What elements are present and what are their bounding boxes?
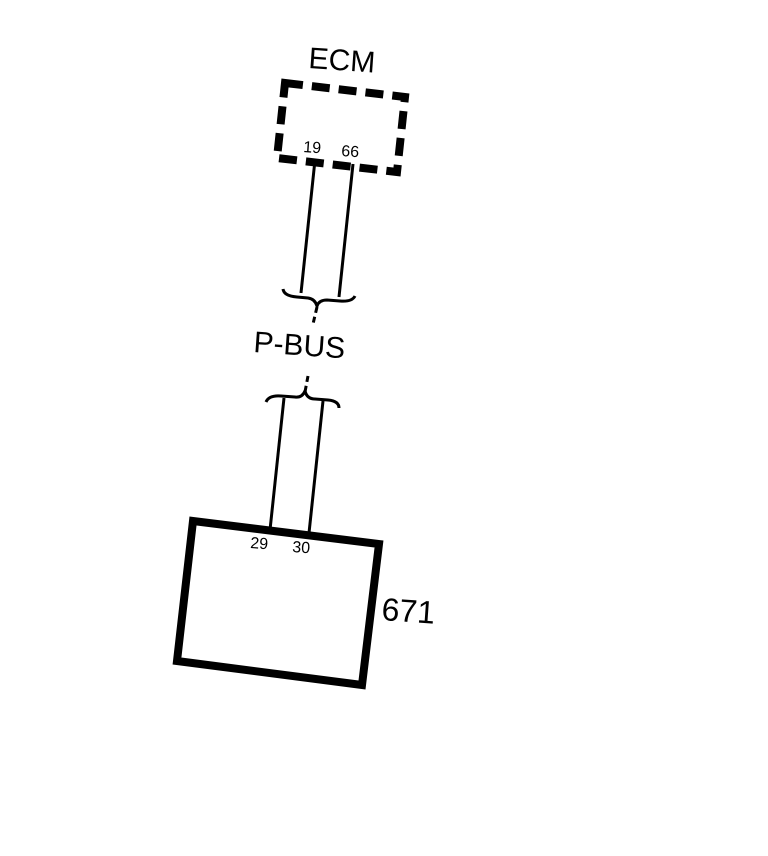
p-bus-label: P-BUS xyxy=(253,326,347,365)
wire-module-30 xyxy=(307,400,325,534)
upper-wires xyxy=(299,159,355,298)
ecm-pin-66: 66 xyxy=(341,143,360,161)
lower-brace xyxy=(264,386,341,409)
wire-ecm-66 xyxy=(337,163,355,298)
upper-bus-dash xyxy=(311,306,319,325)
ecm-label: ECM xyxy=(308,42,377,80)
module-pin-30: 30 xyxy=(292,539,311,557)
module-671-component: 29 30 671 xyxy=(172,516,437,690)
wire-module-29 xyxy=(268,397,286,531)
ecm-box xyxy=(272,78,410,177)
ecm-component: ECM 19 66 xyxy=(272,42,410,177)
module-671-label: 671 xyxy=(381,591,437,631)
wire-ecm-19 xyxy=(299,159,317,294)
module-671-box xyxy=(172,516,384,690)
ecm-pin-19: 19 xyxy=(303,139,322,157)
upper-brace xyxy=(281,288,357,312)
lower-wires xyxy=(268,397,325,534)
module-pin-29: 29 xyxy=(250,535,269,553)
